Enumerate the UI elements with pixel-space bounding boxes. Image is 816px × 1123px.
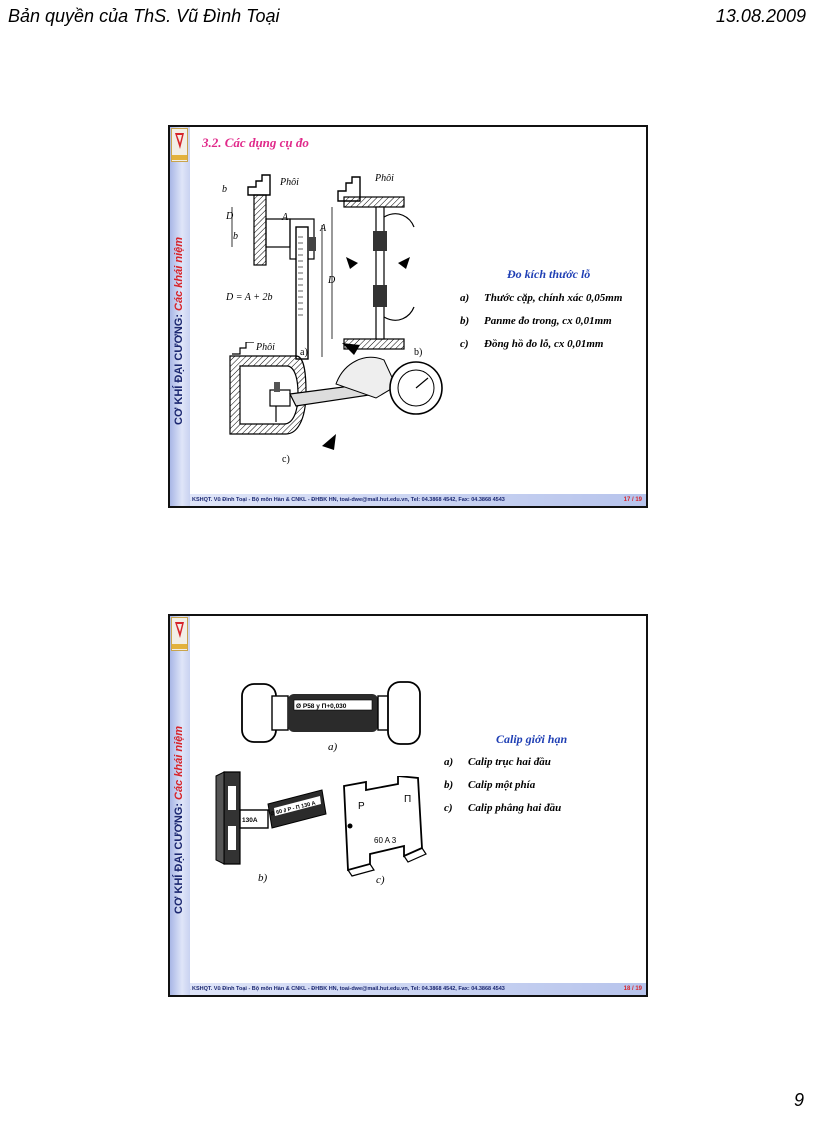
list-item-text: Calip một phía <box>468 779 536 791</box>
list-item: b) Calip một phía <box>444 779 535 791</box>
label-phoi: Phôi <box>280 177 299 188</box>
logo-caption <box>172 155 187 160</box>
label-D-left: D <box>226 211 234 222</box>
heading-hole-measurement: Đo kích thước lỗ <box>507 267 591 281</box>
heading-limit-gauge: Calip giới hạn <box>496 732 568 746</box>
logo-emblem-icon <box>175 133 184 149</box>
list-item: a) Thước cặp, chính xác 0,05mm <box>460 292 622 304</box>
slide-title: 3.2. Các dụng cụ đo <box>202 135 309 150</box>
footer-page-number: 17 / 19 <box>623 497 642 503</box>
label-fig-b: b) <box>414 347 423 358</box>
list-item-marker: b) <box>460 315 470 327</box>
slide-footer: © ThS. KSHQT. Vũ Đình Toại - Bộ môn Hàn … <box>190 983 646 995</box>
slide-sidebar: CƠ KHÍ ĐẠI CƯƠNG: Các khái niệm <box>170 127 190 506</box>
vertical-title-accent: Các khái niệm <box>173 725 185 800</box>
label-A-jaw: A <box>282 212 289 223</box>
footer-credit: © ThS. KSHQT. Vũ Đình Toại - Bộ môn Hàn … <box>190 497 505 503</box>
list-item-marker: b) <box>444 779 454 791</box>
figure-flat-gauge-illustration <box>343 776 427 877</box>
label-A-scale: A <box>320 223 327 234</box>
page-header-copyright: Bản quyền của ThS. Vũ Đình Toại <box>8 6 280 26</box>
logo-caption <box>172 644 187 649</box>
logo-emblem-icon <box>175 622 184 638</box>
slide-footer: © ThS. KSHQT. Vũ Đình Toại - Bộ môn Hàn … <box>190 494 646 506</box>
figure-caliper-illustration <box>231 174 323 360</box>
label-fig-a: a) <box>300 347 308 358</box>
list-item: c) Calip phẳng hai đầu <box>444 802 561 814</box>
university-logo <box>171 128 188 162</box>
label-fig-b: b) <box>258 872 268 884</box>
slide-17: CƠ KHÍ ĐẠI CƯƠNG: Các khái niệm 3.2. Các… <box>168 125 648 508</box>
label-b-top: b <box>222 184 227 195</box>
list-item-marker: c) <box>444 802 453 814</box>
list-item: c) Đồng hồ đo lỗ, cx 0,01mm <box>460 338 603 350</box>
footer-credit: © ThS. KSHQT. Vũ Đình Toại - Bộ môn Hàn … <box>190 986 505 992</box>
page-header-date: 13.08.2009 <box>715 6 806 26</box>
flat-gauge-size: 60 A 3 <box>374 836 397 845</box>
list-item-text: Calip trục hai đầu <box>468 756 551 768</box>
single-gauge-size: 130A <box>242 817 258 824</box>
list-item-text: Calip phẳng hai đầu <box>468 802 562 814</box>
figure-bore-gauge-illustration <box>229 342 443 450</box>
list-item-marker: a) <box>444 756 454 768</box>
page-number: 9 <box>793 1090 804 1110</box>
plug-gauge-marking: Ø P58 y Π+0,030 <box>296 703 347 710</box>
list-item-marker: c) <box>460 338 469 350</box>
flat-gauge-pi: Π <box>404 794 412 805</box>
label-phoi-c: Phôi <box>256 342 275 353</box>
figure-inside-micrometer-illustration <box>331 176 415 355</box>
label-fig-a: a) <box>328 741 338 753</box>
label-phoi-b: Phôi <box>375 173 394 184</box>
list-item-text: Thước cặp, chính xác 0,05mm <box>484 292 623 304</box>
list-item-marker: a) <box>460 292 470 304</box>
list-item-text: Đồng hồ đo lỗ, cx 0,01mm <box>484 338 604 350</box>
label-D-right: D <box>328 275 336 286</box>
university-logo <box>171 617 188 651</box>
vertical-title-main: CƠ KHÍ ĐẠI CƯƠNG: <box>173 799 185 914</box>
list-item-text: Panme đo trong, cx 0,01mm <box>484 315 612 327</box>
vertical-title-accent: Các khái niệm <box>173 236 185 311</box>
label-b-bottom: b <box>233 231 238 242</box>
flat-gauge-p: P <box>358 801 365 812</box>
label-formula: D = A + 2b <box>226 292 273 303</box>
list-item: b) Panme đo trong, cx 0,01mm <box>460 315 612 327</box>
vertical-title-main: CƠ KHÍ ĐẠI CƯƠNG: <box>173 310 185 425</box>
figure-plug-gauge-illustration <box>241 681 421 745</box>
label-fig-c: c) <box>376 874 385 886</box>
list-item: a) Calip trục hai đầu <box>444 756 551 768</box>
slide-sidebar: CƠ KHÍ ĐẠI CƯƠNG: Các khái niệm <box>170 616 190 995</box>
figure-single-gauge-illustration <box>215 771 327 865</box>
slide-18: CƠ KHÍ ĐẠI CƯƠNG: Các khái niệm Ø P58 y … <box>168 614 648 997</box>
label-fig-c: c) <box>282 454 290 465</box>
footer-page-number: 18 / 19 <box>623 986 642 992</box>
